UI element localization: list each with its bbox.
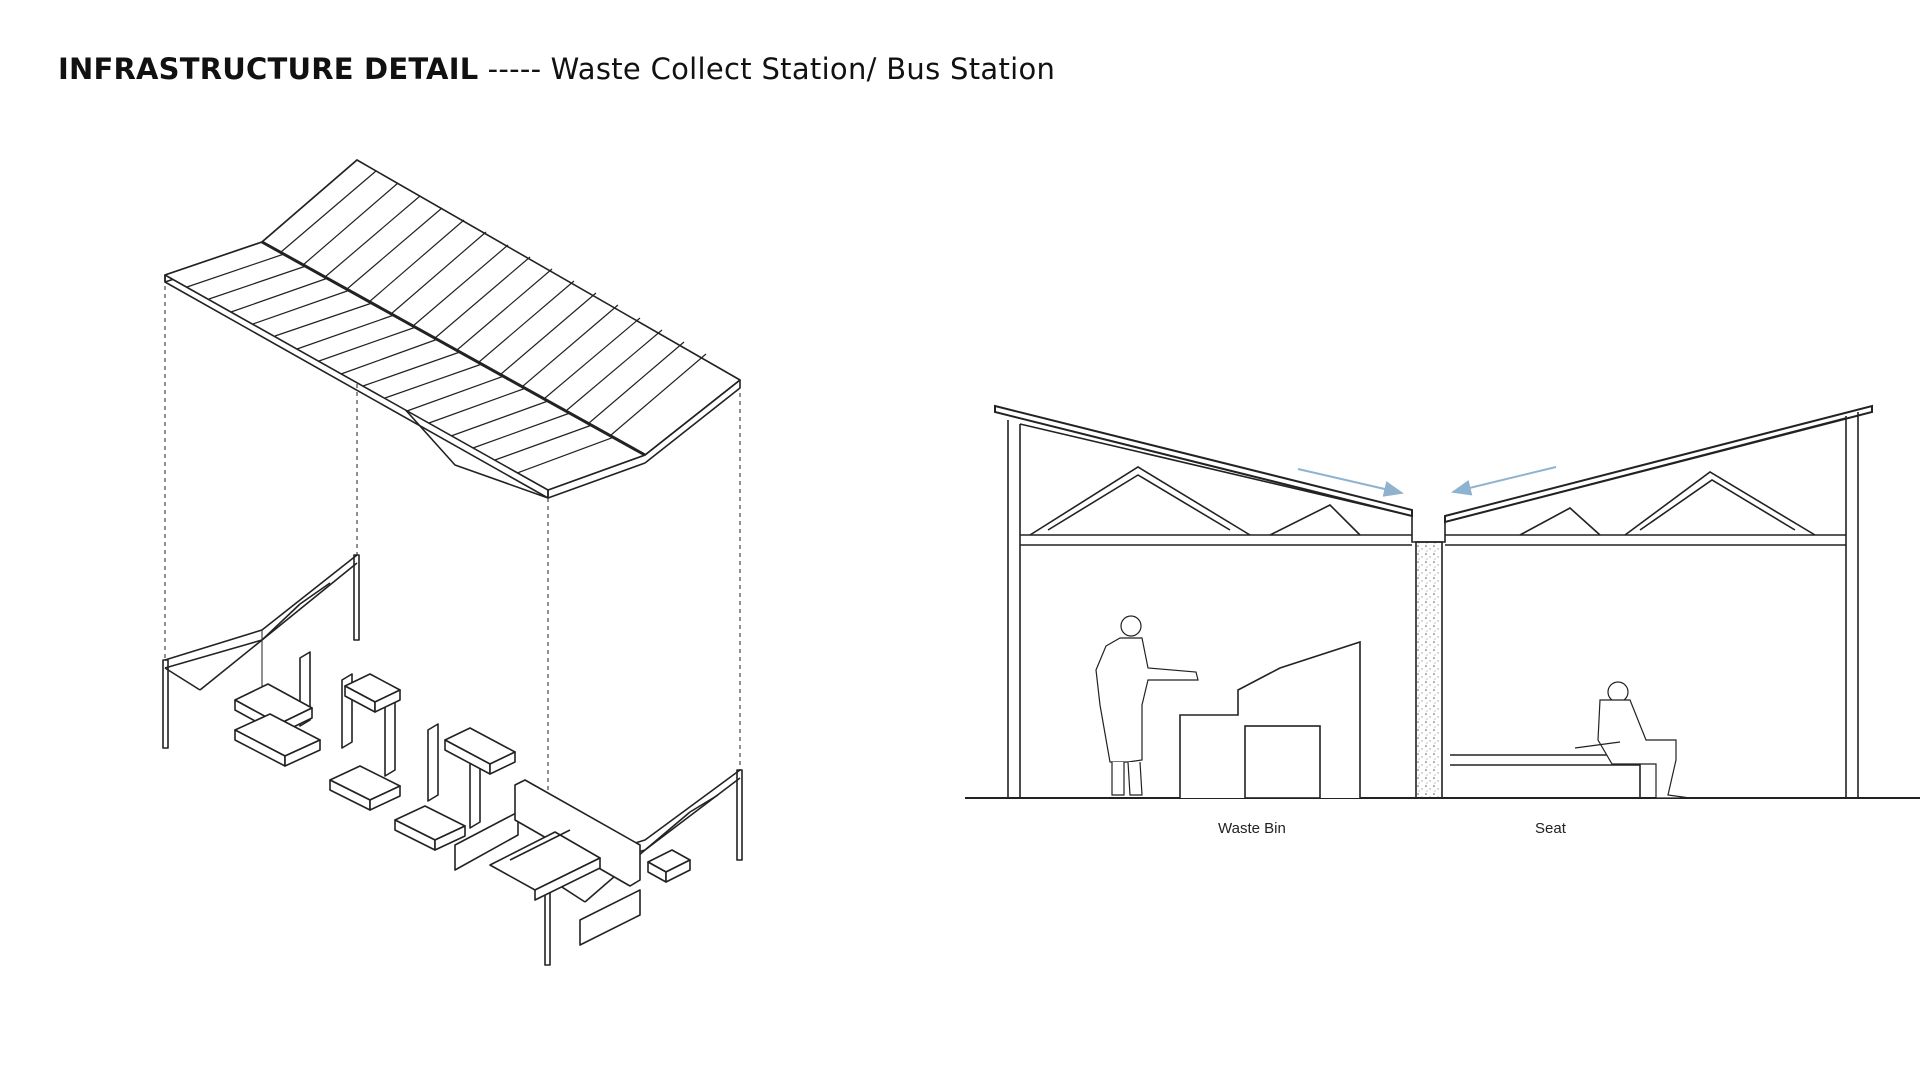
label-seat: Seat [1535, 820, 1566, 837]
roof-canopy [164, 159, 741, 499]
title-bold: INFRASTRUCTURE DETAIL [58, 52, 479, 86]
page-title: INFRASTRUCTURE DETAIL ----- Waste Collec… [58, 52, 1055, 86]
section-waste-bin [1179, 640, 1361, 799]
title-subtitle: Waste Collect Station/ Bus Station [550, 52, 1056, 86]
sitting-person-figure [1574, 681, 1691, 799]
axo-blocks [234, 673, 691, 883]
rain-arrow-left [1297, 468, 1404, 497]
gravel-column [1415, 541, 1443, 799]
title-separator: ----- [487, 52, 542, 86]
axo-waste-bin [454, 779, 641, 946]
rain-arrow-right [1451, 466, 1557, 496]
section-roof [994, 404, 1873, 798]
left-truss-frame [162, 554, 360, 749]
label-waste-bin: Waste Bin [1218, 820, 1286, 837]
standing-person-figure [1095, 615, 1199, 796]
